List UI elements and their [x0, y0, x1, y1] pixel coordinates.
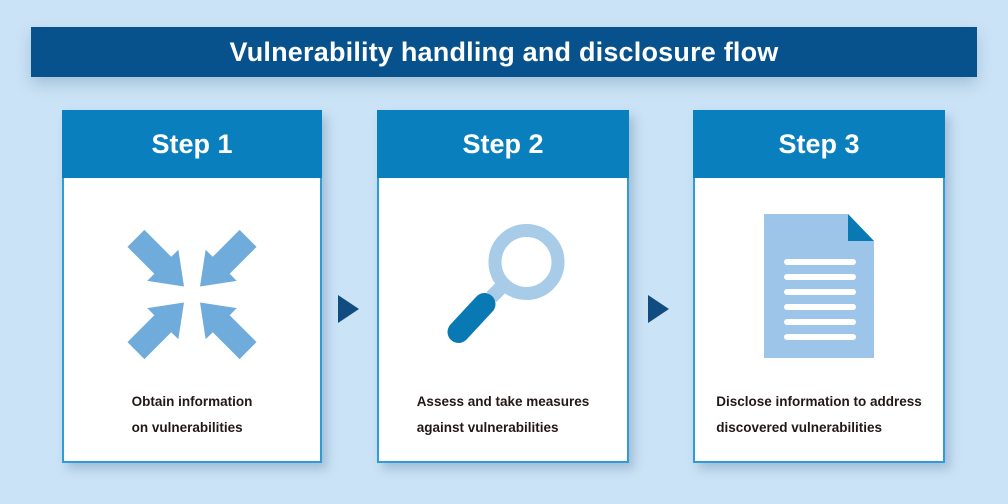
step-label: Step 1	[151, 128, 233, 159]
document-icon	[764, 214, 874, 358]
step-caption-1: Obtain information on vulnerabilities	[64, 389, 320, 441]
step-card-2: Step 2 Assess and take measures against …	[377, 110, 629, 463]
converge-arrows-icon	[122, 222, 262, 367]
step-body-1: Obtain information on vulnerabilities	[64, 178, 320, 463]
step-body-2: Assess and take measures against vulnera…	[379, 178, 627, 463]
step-card-3: Step 3 Disclose information to address d…	[693, 110, 945, 463]
page-title: Vulnerability handling and disclosure fl…	[229, 36, 779, 67]
step-body-3: Disclose information to address discover…	[695, 178, 943, 463]
step-label: Step 2	[462, 128, 544, 159]
step-header-3: Step 3	[693, 110, 945, 178]
caption-line: Obtain information	[131, 394, 253, 409]
flow-arrow-icon	[648, 295, 669, 323]
flow-arrow-icon	[338, 295, 359, 323]
step-card-1: Step 1 Obtain information on vulnerabili…	[62, 110, 322, 463]
caption-line: on vulnerabilities	[131, 420, 243, 435]
caption-line: against vulnerabilities	[416, 420, 559, 435]
title-banner: Vulnerability handling and disclosure fl…	[31, 27, 977, 77]
caption-line: discovered vulnerabilities	[716, 420, 883, 435]
caption-line: Disclose information to address	[716, 394, 922, 409]
step-label: Step 3	[778, 128, 860, 159]
step-header-2: Step 2	[377, 110, 629, 178]
step-caption-3: Disclose information to address discover…	[695, 389, 943, 441]
caption-line: Assess and take measures	[416, 394, 590, 409]
step-header-1: Step 1	[62, 110, 322, 178]
magnifier-icon	[447, 224, 565, 343]
step-caption-2: Assess and take measures against vulnera…	[379, 389, 627, 441]
